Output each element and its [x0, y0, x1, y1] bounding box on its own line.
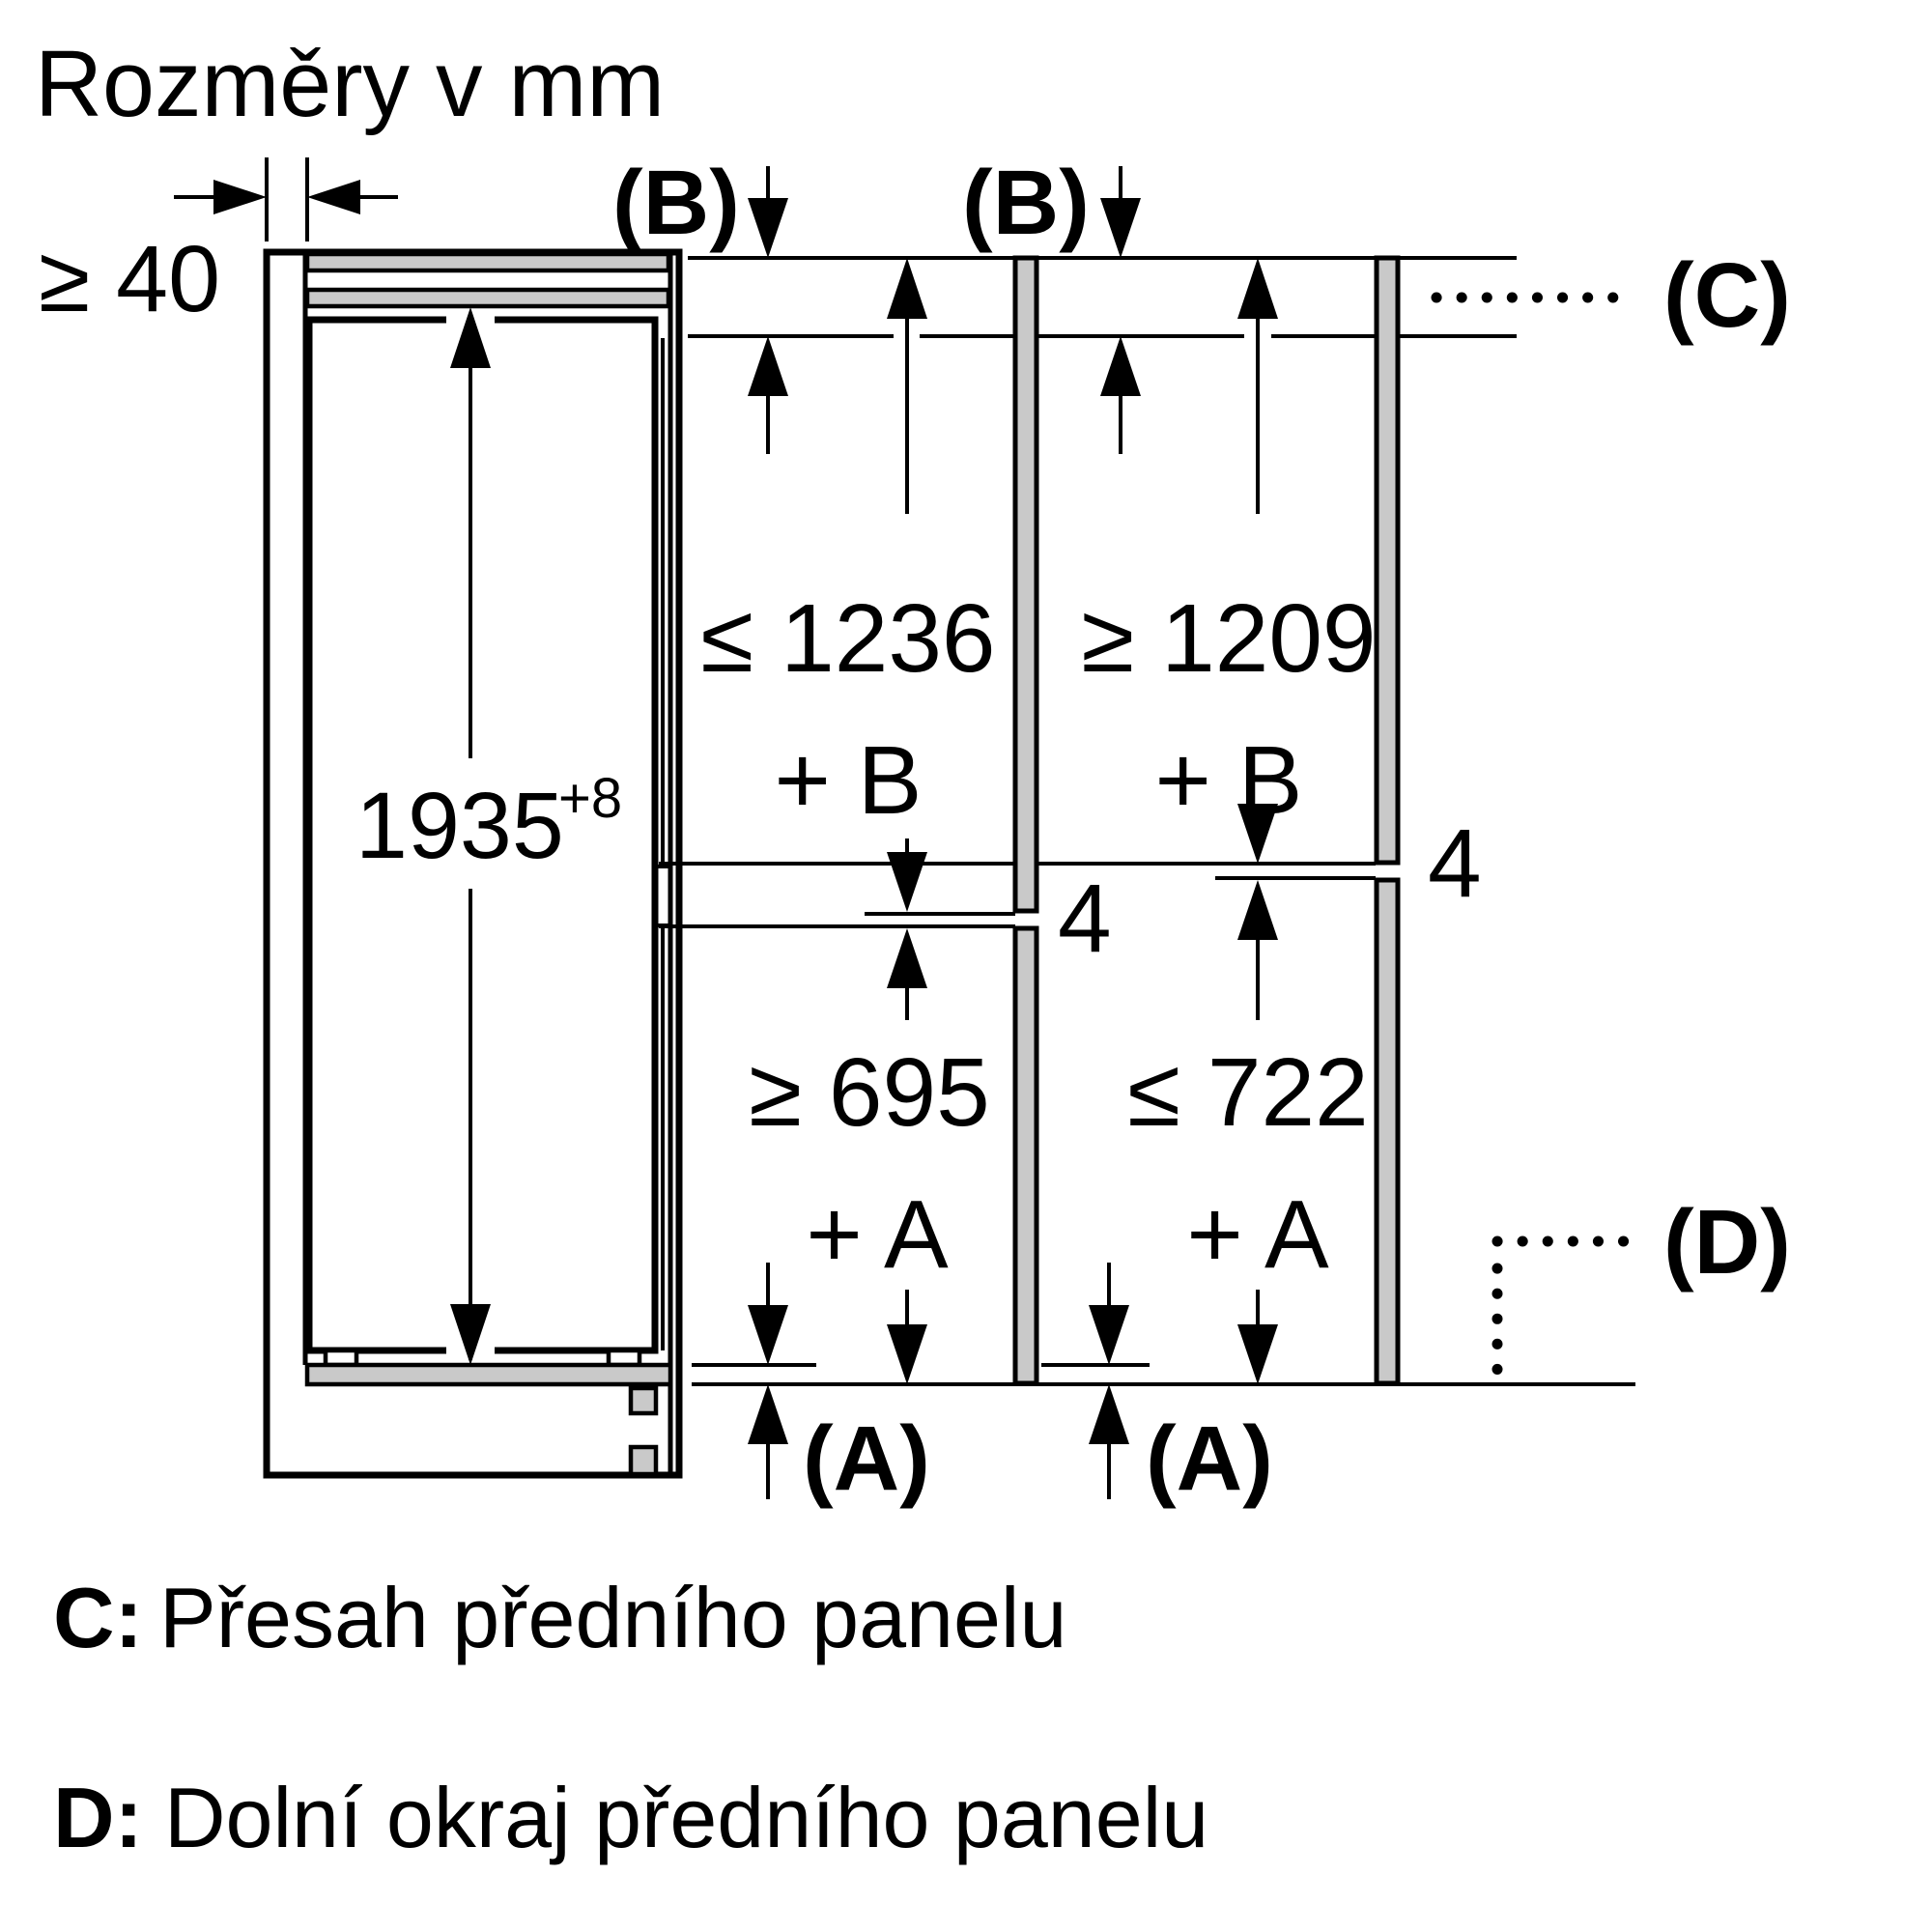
panel-gap-right-value: 4: [1428, 810, 1482, 918]
legend-d-label: D:: [53, 1770, 143, 1865]
arrowhead-up-icon: [1237, 258, 1278, 319]
a-callout-right: (A): [1146, 1407, 1273, 1510]
niche-height-value: 1935: [355, 773, 564, 878]
side-clearance-dimension: ≥ 40: [39, 157, 398, 331]
furniture-panels: [1012, 255, 1401, 1386]
upper-panel-min-value: ≥ 1209: [1081, 584, 1376, 693]
arrowhead-down-icon: [1237, 804, 1278, 864]
d-callout-group: (D): [1492, 1191, 1791, 1389]
lower-panel-max-suffix: + A: [1186, 1180, 1329, 1289]
arrowhead-up-icon: [1100, 336, 1141, 396]
plinth-block-lower: [628, 1444, 659, 1477]
b-callout-left: (B): [612, 152, 740, 254]
arrowhead-down-icon: [1089, 1305, 1129, 1365]
legend-d-text: Dolní okraj předního panelu: [164, 1770, 1208, 1865]
arrowhead-up-icon: [748, 336, 788, 396]
a-offset-right: (A): [1089, 1263, 1273, 1510]
a-callout-left: (A): [803, 1407, 930, 1510]
lower-panel-min-suffix: + A: [806, 1180, 949, 1289]
b-overlap-right: (B): [962, 152, 1141, 454]
top-board-lower: [304, 287, 671, 309]
lower-panel-max-value: ≤ 722: [1127, 1038, 1369, 1147]
appliance-outline-right: [495, 316, 659, 1354]
arrowhead-down-icon: [1100, 198, 1141, 258]
arrowhead-down-icon: [748, 1305, 788, 1365]
a-offset-left: (A): [748, 1263, 930, 1510]
extension-lines: [265, 157, 309, 242]
niche-floor-board: [304, 1362, 673, 1387]
upper-panel-max-suffix: + B: [775, 726, 923, 835]
arrowhead-down-icon: [887, 1324, 927, 1384]
lower-panel-min-value: ≥ 695: [749, 1038, 990, 1147]
legend-c-label: C:: [53, 1570, 143, 1665]
right-scenario-dimensions: ≥ 1209 + B ≤ 722 + A 4: [1081, 258, 1482, 1384]
right-scenario-upper-panel: [1374, 255, 1401, 866]
arrowhead-down-icon: [748, 198, 788, 258]
panel-gap-left-value: 4: [1058, 865, 1112, 973]
appliance-outline-left: [305, 316, 446, 1354]
side-clearance-value: ≥ 40: [39, 226, 220, 331]
arrowhead-right-icon: [213, 180, 267, 214]
top-board-upper: [304, 251, 671, 273]
c-callout: (C): [1663, 244, 1791, 347]
arrowhead-left-icon: [307, 180, 360, 214]
arrowhead-down-icon: [450, 1304, 491, 1365]
right-scenario-lower-panel: [1374, 877, 1401, 1386]
c-callout-group: (C): [1431, 244, 1791, 347]
arrowhead-down-icon: [887, 852, 927, 912]
b-callout-right: (B): [962, 152, 1090, 254]
arrowhead-up-icon: [1089, 1384, 1129, 1444]
arrowhead-up-icon: [887, 258, 927, 319]
legend: C: Přesah předního panelu D: Dolní okraj…: [53, 1570, 1208, 1865]
page-title: Rozměry v mm: [35, 31, 665, 136]
niche-height-tolerance: +8: [558, 767, 622, 830]
arrowhead-up-icon: [450, 307, 491, 368]
left-scenario-dimensions: ≤ 1236 + B ≥ 695 + A 4: [700, 258, 1112, 1384]
upper-panel-min-suffix: + B: [1155, 726, 1303, 835]
arrowhead-up-icon: [748, 1384, 788, 1444]
arrowhead-up-icon: [887, 928, 927, 988]
plinth-block-upper: [628, 1385, 659, 1416]
left-scenario-upper-panel: [1012, 255, 1039, 914]
d-callout: (D): [1663, 1191, 1791, 1293]
arrowhead-down-icon: [1237, 1324, 1278, 1384]
b-overlap-left: (B): [612, 152, 788, 454]
arrowhead-up-icon: [1237, 880, 1278, 940]
niche-height-dimension: 1935 +8: [355, 307, 622, 1365]
left-scenario-lower-panel: [1012, 925, 1039, 1386]
upper-panel-max-value: ≤ 1236: [700, 584, 995, 693]
legend-c-text: Přesah předního panelu: [159, 1570, 1066, 1665]
